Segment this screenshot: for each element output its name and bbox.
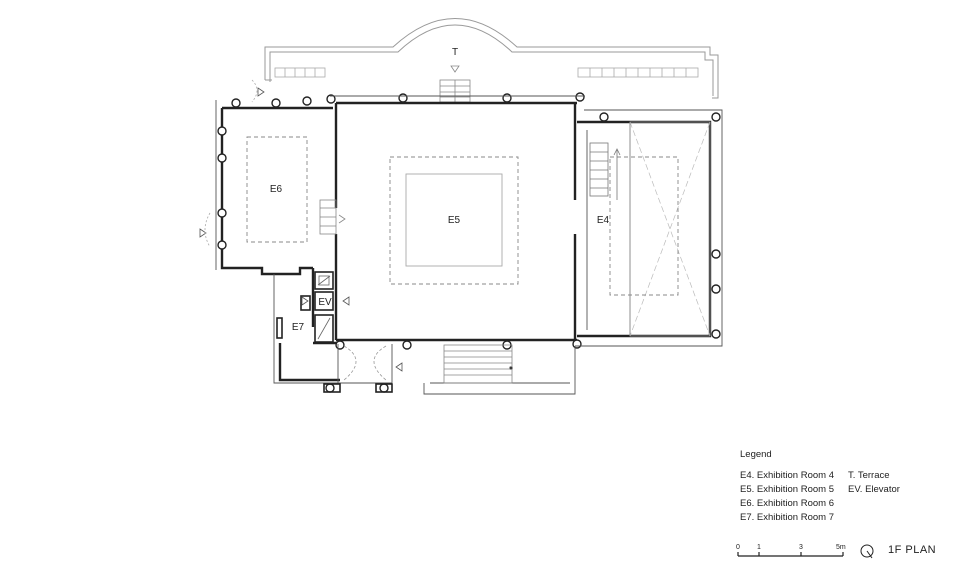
terrace-planters: [274, 67, 699, 78]
room-label-e5: E5: [448, 215, 461, 226]
legend-item: E5. Exhibition Room 5: [740, 484, 834, 495]
elevator-hatch: [317, 275, 331, 340]
scale-bar-graphic: [737, 552, 844, 557]
legend-item: E4. Exhibition Room 4: [740, 470, 834, 481]
elevator-core: [314, 271, 334, 343]
legend-other-column: T. Terrace EV. Elevator: [848, 469, 900, 525]
legend-title: Legend: [740, 449, 772, 460]
e6-skylight: [246, 136, 308, 243]
scale-tick-label: 5m: [836, 544, 846, 551]
legend-item: T. Terrace: [848, 470, 890, 481]
thin-walls: [215, 95, 723, 395]
scale-tick-label: 1: [757, 544, 761, 551]
side-door-dashes: [204, 79, 258, 248]
e6-e5-steps: [319, 199, 346, 235]
scale-tick-label: 3: [799, 544, 803, 551]
e5-skylight: [389, 156, 519, 285]
e4-stairs: [589, 142, 621, 200]
entry-arrows: [199, 87, 403, 372]
wall-columns: [217, 92, 721, 393]
north-arrow-icon: [860, 544, 874, 559]
room-label-terrace: T: [452, 47, 458, 58]
legend-item: E6. Exhibition Room 6: [740, 498, 834, 509]
room-label-e7: E7: [292, 322, 305, 333]
e7-partitions: [276, 295, 393, 393]
terrace-outline: [264, 18, 719, 99]
entrance-arcs: [343, 345, 387, 381]
legend-item: E7. Exhibition Room 7: [740, 512, 834, 523]
legend: Legend E4. Exhibition Room 4 E5. Exhibit…: [740, 448, 900, 525]
room-label-e6: E6: [270, 184, 283, 195]
walls: [220, 101, 712, 382]
terrace-steps: [439, 65, 471, 103]
south-stairs: [443, 344, 513, 384]
plan-title: 1F PLAN: [888, 544, 937, 556]
legend-rooms-column: E4. Exhibition Room 4 E5. Exhibition Roo…: [740, 469, 834, 525]
scale-tick-label: 0: [736, 544, 740, 551]
legend-item: EV. Elevator: [848, 484, 900, 495]
e4-void: [609, 121, 711, 337]
scale-bar: 0 1 3 5m: [736, 544, 936, 568]
room-label-e4: E4: [597, 215, 610, 226]
room-label-ev: EV: [318, 297, 332, 308]
